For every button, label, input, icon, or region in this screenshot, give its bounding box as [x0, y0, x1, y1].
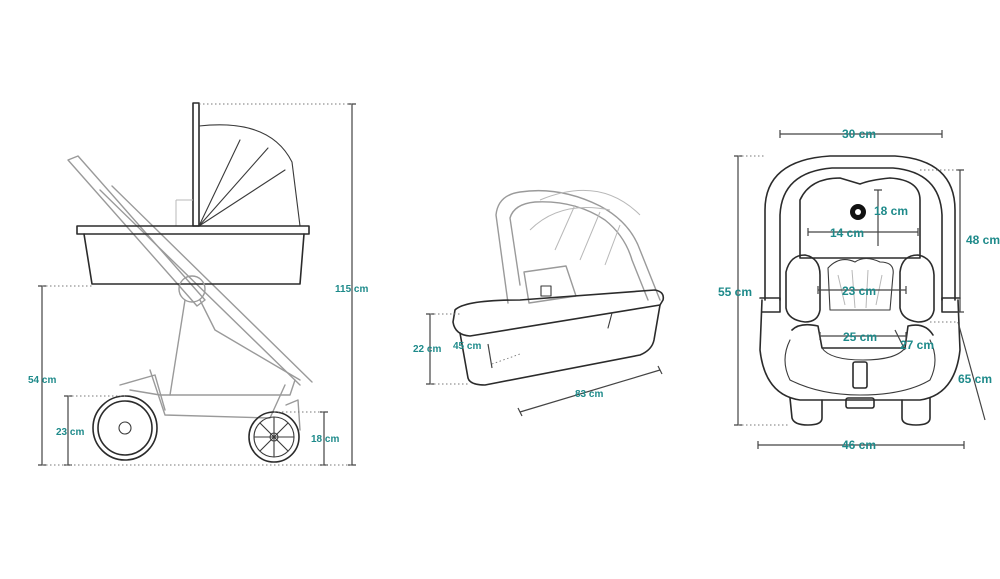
- car-seat-inner-height-label: 48 cm: [966, 233, 1000, 247]
- stroller-dimension-lines: [38, 103, 356, 466]
- car-seat-head-width-label: 14 cm: [830, 226, 864, 240]
- stroller-total-height-label: 115 cm: [335, 284, 368, 295]
- carrycot-width-label: 45 cm: [453, 341, 481, 352]
- car-seat-base-width-label: 46 cm: [842, 438, 876, 452]
- stroller-front-wheel-label: 18 cm: [311, 434, 339, 445]
- car-seat-depth-label: 65 cm: [958, 372, 992, 386]
- carrycot-dimension-lines: [426, 313, 663, 417]
- car-seat-head-depth-label: 18 cm: [874, 204, 908, 218]
- car-seat-drawing: [759, 155, 961, 426]
- carrycot-length-label: 83 cm: [575, 389, 603, 400]
- stroller-drawing: [67, 102, 313, 463]
- carrycot-drawing: [452, 189, 665, 386]
- carrycot-height-label: 22 cm: [413, 344, 441, 355]
- car-seat-seat-width-label: 25 cm: [843, 330, 877, 344]
- car-seat-top-width-label: 30 cm: [842, 127, 876, 141]
- stroller-rear-wheel-label: 23 cm: [56, 427, 84, 438]
- stroller-seat-height-label: 54 cm: [28, 375, 56, 386]
- car-seat-seat-depth-label: 27 cm: [900, 338, 934, 352]
- car-seat-shoulder-width-label: 23 cm: [842, 284, 876, 298]
- car-seat-total-height-label: 55 cm: [718, 285, 752, 299]
- car-seat-dimension-lines: [734, 130, 986, 449]
